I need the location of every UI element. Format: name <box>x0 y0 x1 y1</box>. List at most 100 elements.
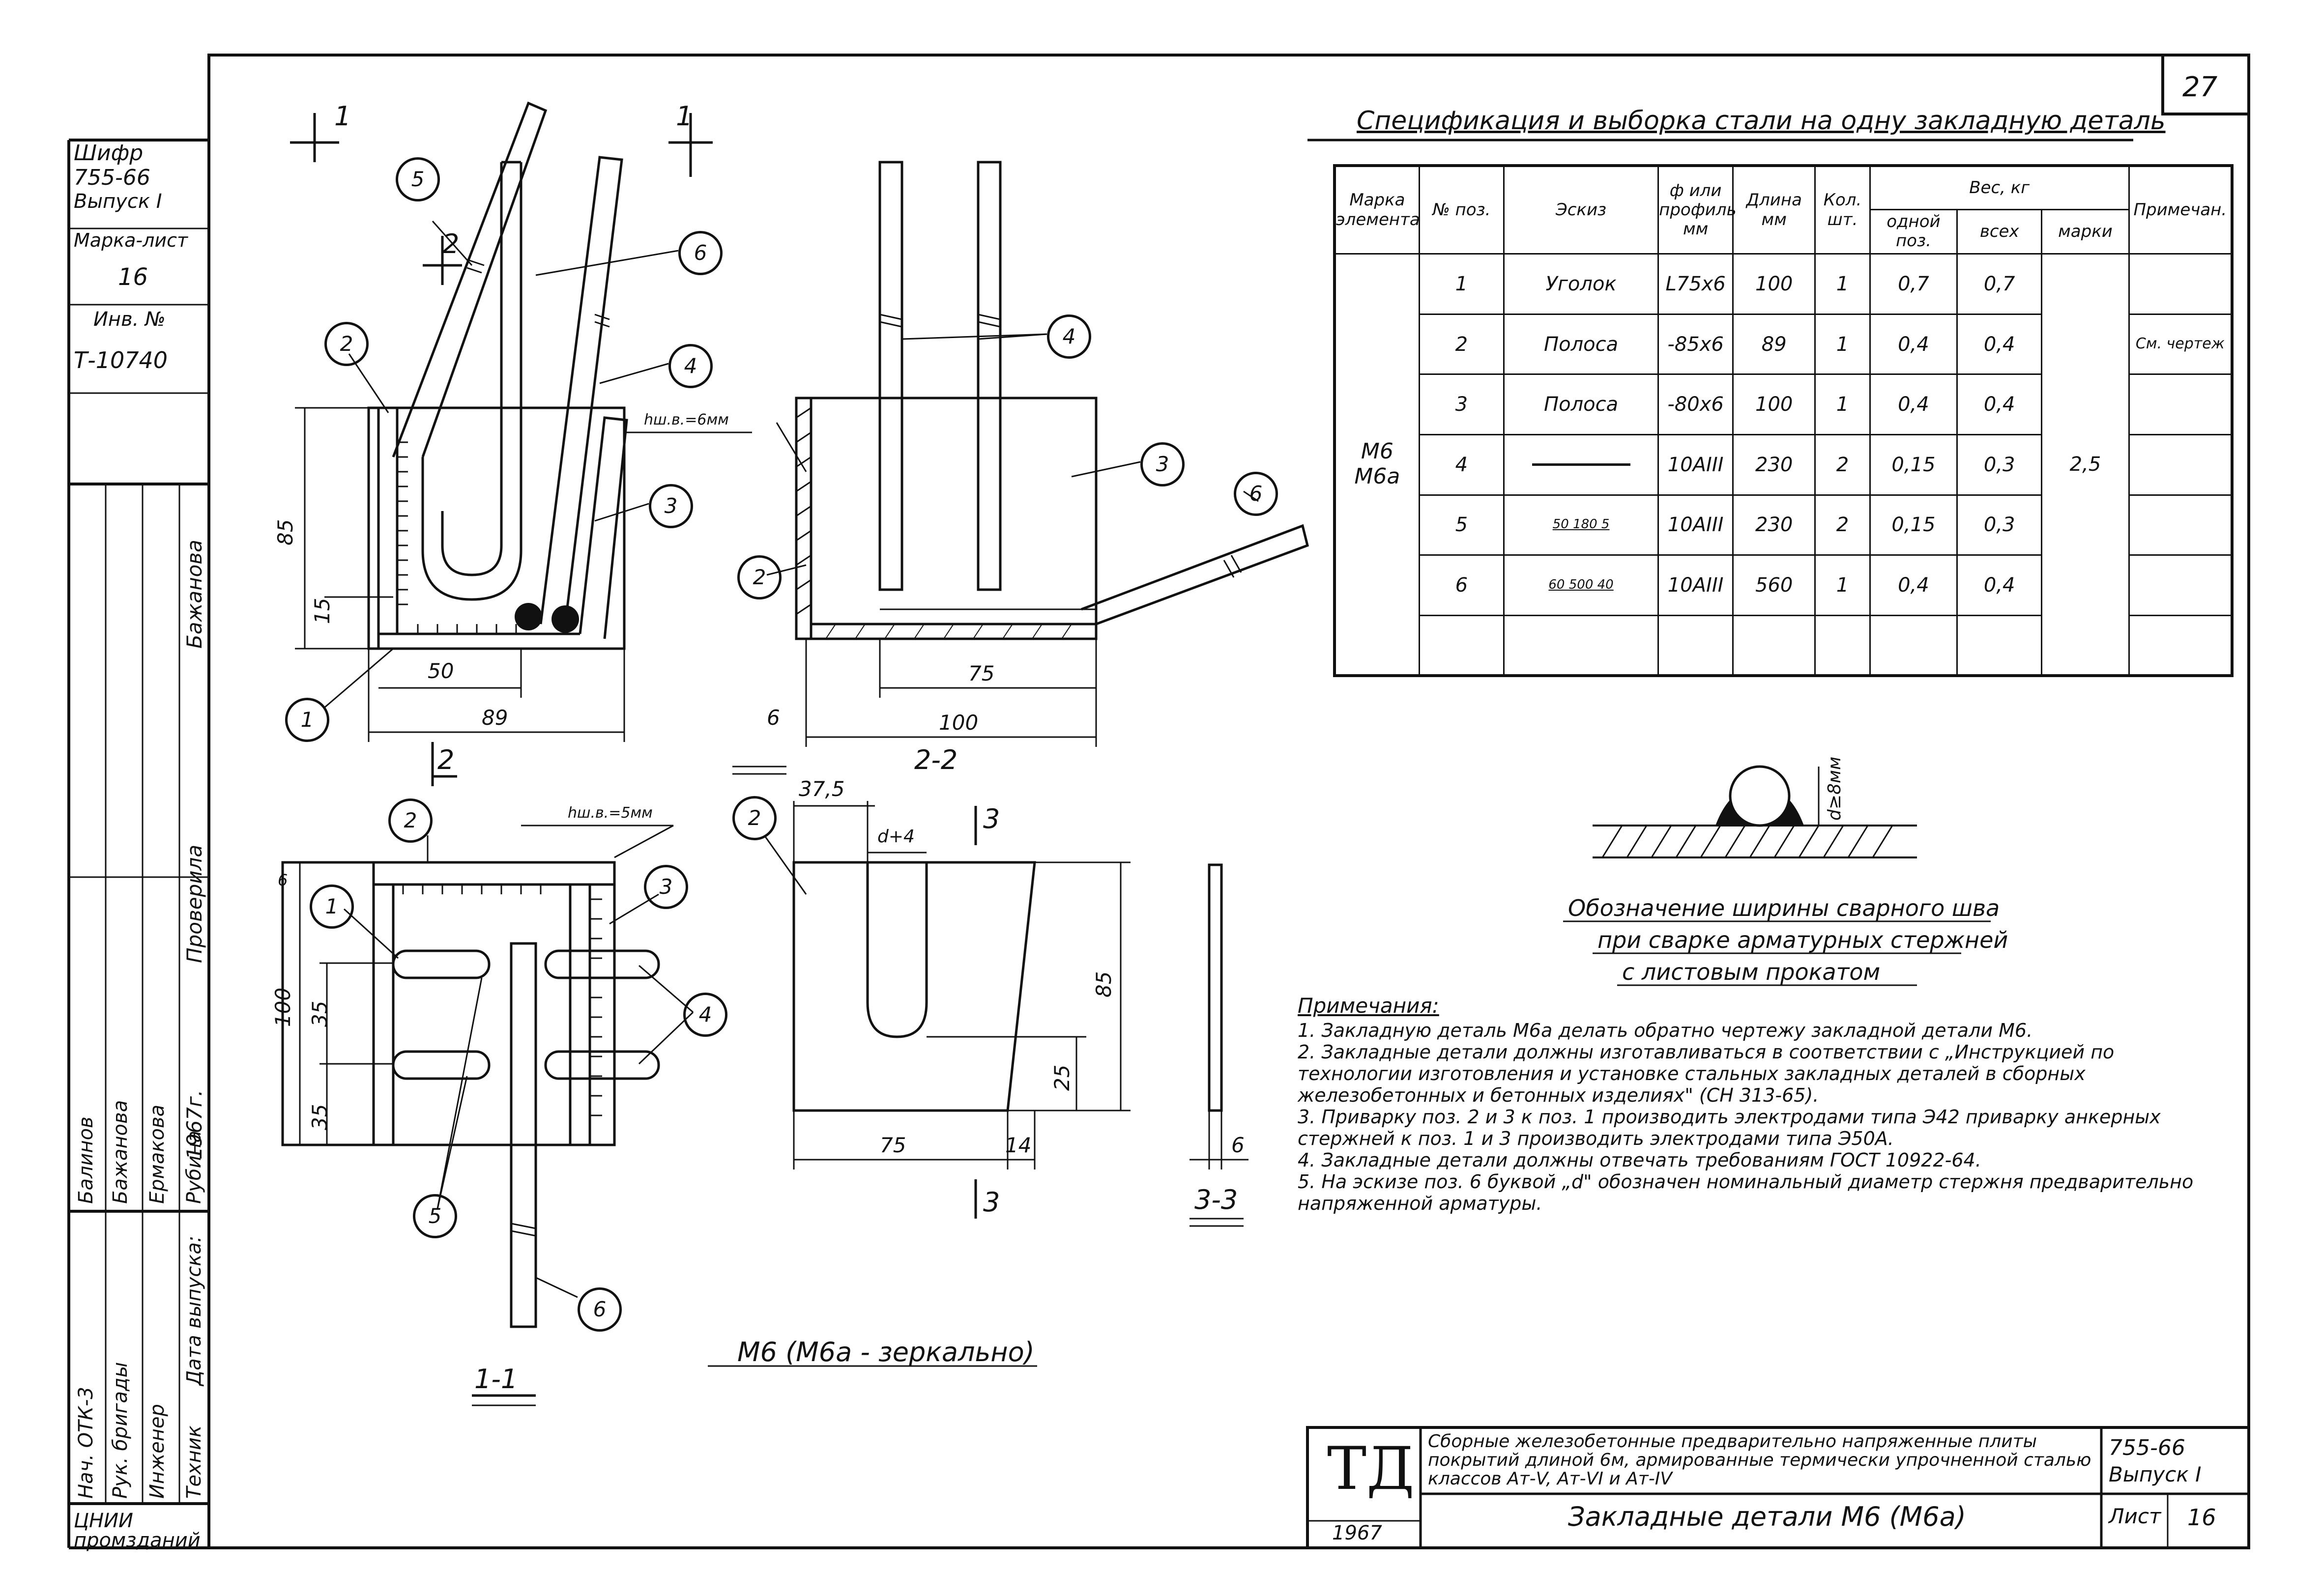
callout-3-b: 3 <box>1140 442 1185 486</box>
section-3-3-view <box>732 766 1248 1227</box>
hdr-qty: Кол. шт. <box>1814 165 1871 255</box>
hdr-note: Примечан. <box>2128 165 2233 255</box>
hdr-w-one: одной поз. <box>1869 208 1958 255</box>
row6-len: 560 <box>1732 554 1816 616</box>
row3-profile: -80х6 <box>1657 373 1734 435</box>
callout-4-c: 4 <box>683 993 727 1037</box>
role-2: Рук. бригады <box>109 1362 132 1499</box>
callout-2-d: 2 <box>388 798 433 843</box>
dim-85-b: 85 <box>1092 971 1116 998</box>
mark-sheet-label: Марка-лист <box>74 229 188 251</box>
callout-5: 5 <box>396 157 440 201</box>
note-1: 1. Закладную деталь М6а делать обратно ч… <box>1298 1020 2033 1041</box>
notes-block: Примечания: 1. Закладную деталь М6а дела… <box>1298 995 2232 1215</box>
row1-note <box>2128 253 2233 315</box>
row2-qty: 1 <box>1814 313 1871 375</box>
role-4: Техник <box>183 1425 205 1499</box>
role-3: Инженер <box>146 1404 169 1499</box>
callout-6-b: 6 <box>1234 472 1278 516</box>
dim-50: 50 <box>428 659 454 683</box>
weld-note-main: hш.в.=6мм <box>644 411 729 428</box>
row5-w1: 0,15 <box>1869 494 1958 556</box>
weld-caption-3: с листовым прокатом <box>1622 959 1881 985</box>
drawing-frame <box>207 54 2250 1549</box>
dim-6-b: 6 <box>278 871 288 889</box>
note-4: 4. Закладные детали должны отвечать треб… <box>1298 1149 1981 1171</box>
weld-note-plan: hш.в.=5мм <box>568 804 653 822</box>
stamp-code: 755-66 <box>2109 1435 2185 1460</box>
row2-w1: 0,4 <box>1869 313 1958 375</box>
stamp-year: 1967 <box>1332 1522 1382 1544</box>
weld-caption-1: Обозначение ширины сварного шва <box>1568 895 2000 921</box>
mark-sheet-value: 16 <box>118 263 148 291</box>
title-block-lines <box>1306 1426 2250 1549</box>
dim-d-plus-4: d+4 <box>877 826 915 847</box>
row5-len: 230 <box>1732 494 1816 556</box>
dim-100: 100 <box>939 711 979 735</box>
row5-wall: 0,3 <box>1956 494 2043 556</box>
year-value: 1967г. <box>182 1089 206 1160</box>
row4-sketch <box>1503 434 1659 496</box>
row1-w1: 0,7 <box>1869 253 1958 315</box>
row6-pos: 6 <box>1418 554 1505 616</box>
dim-14: 14 <box>1005 1133 1032 1157</box>
dim-89: 89 <box>482 706 508 730</box>
row6-qty: 1 <box>1814 554 1871 616</box>
row3-sketch: Полоса <box>1503 373 1659 435</box>
dim-85: 85 <box>273 519 297 545</box>
cipher-value: 755-66 <box>74 165 150 190</box>
dim-35-a: 35 <box>308 1000 332 1027</box>
note-3: 3. Приварку поз. 2 и 3 к поз. 1 производ… <box>1298 1106 2161 1149</box>
section-1-1-view <box>281 825 1037 1406</box>
callout-1: 1 <box>285 698 329 742</box>
row2-wall: 0,4 <box>1956 313 2043 375</box>
signer-1: Балинов <box>75 1116 97 1204</box>
weld-detail <box>1563 765 1991 986</box>
cipher-label: Шифр <box>74 141 144 166</box>
dim-6: 6 <box>767 706 780 730</box>
weld-dim: d≥8мм <box>1825 756 1845 821</box>
hdr-weight: Вес, кг <box>1869 165 2130 210</box>
row6-sketch: 60 500 40 <box>1503 554 1659 616</box>
row1-qty: 1 <box>1814 253 1871 315</box>
callout-3: 3 <box>649 484 693 528</box>
note-2: 2. Закладные детали должны изготавливать… <box>1298 1041 2115 1106</box>
row5-qty: 2 <box>1814 494 1871 556</box>
callout-4-b: 4 <box>1047 314 1091 359</box>
section-2-bottom-label: 2 <box>437 744 455 775</box>
row2-note: См. чертеж <box>2128 313 2233 375</box>
section-1-right-label: 1 <box>676 101 693 132</box>
page-number: 27 <box>2182 71 2218 103</box>
row4-w1: 0,15 <box>1869 434 1958 496</box>
row3-qty: 1 <box>1814 373 1871 435</box>
row4-pos: 4 <box>1418 434 1505 496</box>
section-1-left-label: 1 <box>334 101 351 132</box>
org-name: ЦНИИ промзданий <box>74 1510 201 1552</box>
dim-75: 75 <box>968 661 995 685</box>
callout-3-c: 3 <box>644 865 688 909</box>
callout-6-c: 6 <box>578 1287 622 1332</box>
row5-profile: 10АIII <box>1657 494 1734 556</box>
row1-wall: 0,7 <box>1956 253 2043 315</box>
inventory-label: Инв. № <box>93 308 166 331</box>
caption-1-1: 1-1 <box>474 1364 518 1395</box>
signer-3: Ермакова <box>146 1104 169 1204</box>
section-3-bottom-label: 3 <box>983 1187 1000 1218</box>
main-view <box>290 101 752 786</box>
stamp-description: Сборные железобетонные предварительно на… <box>1428 1431 2091 1489</box>
caption-main: М6 (М6а - зеркально) <box>737 1337 1035 1368</box>
row4-len: 230 <box>1732 434 1816 496</box>
signer-2: Бажанова <box>109 1100 132 1204</box>
dim-6-c: 6 <box>1231 1133 1245 1157</box>
dim-37-5: 37,5 <box>799 777 845 801</box>
callout-4: 4 <box>668 344 713 388</box>
section-2-2-view <box>766 161 1309 747</box>
row3-w1: 0,4 <box>1869 373 1958 435</box>
row4-qty: 2 <box>1814 434 1871 496</box>
row6-profile: 10АIII <box>1657 554 1734 616</box>
note-5: 5. На эскизе поз. 6 буквой „d" обозначен… <box>1298 1171 2194 1214</box>
weld-caption-2: при сварке арматурных стержней <box>1597 927 2008 953</box>
mark-value: М6 М6а <box>1334 253 1420 677</box>
row2-pos: 2 <box>1418 313 1505 375</box>
